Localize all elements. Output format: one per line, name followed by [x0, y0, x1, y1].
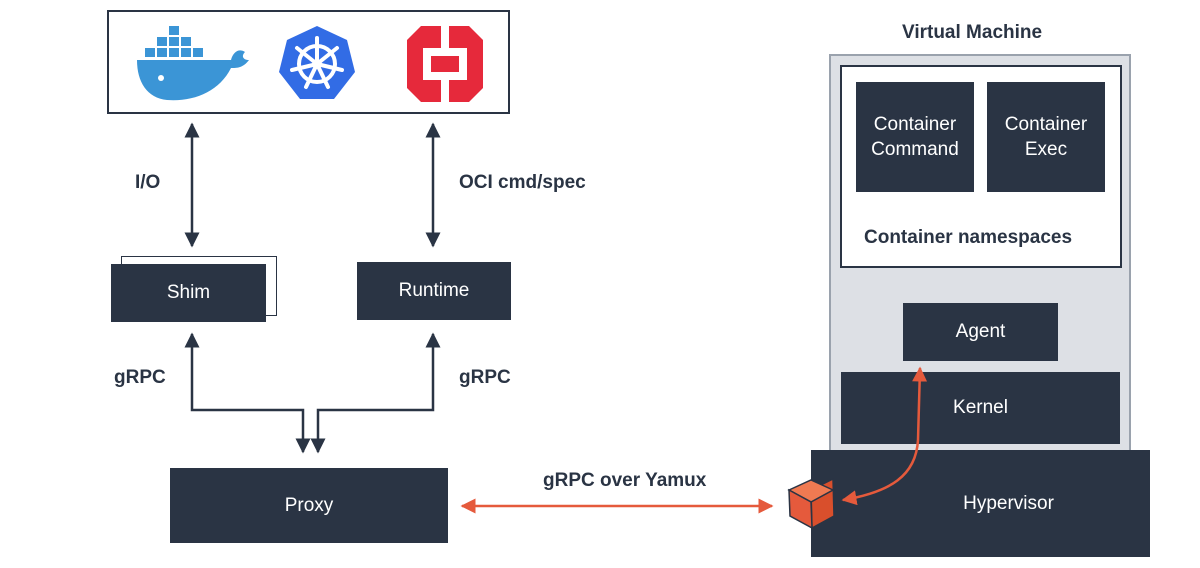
container-command-label: Container Command	[871, 114, 959, 160]
agent-box: Agent	[903, 303, 1058, 361]
io-label: I/O	[135, 172, 161, 193]
kernel-label: Kernel	[953, 397, 1008, 418]
container-exec-label: Container Exec	[1004, 114, 1088, 160]
agent-label: Agent	[955, 321, 1006, 342]
openshift-logo-icon	[407, 26, 483, 102]
proxy-box: Proxy	[170, 468, 448, 543]
oci-label: OCI cmd/spec	[459, 172, 586, 193]
vsock-cube-icon	[787, 477, 835, 530]
hypervisor-label: Hypervisor	[963, 492, 1054, 514]
shim-box: Shim	[111, 264, 266, 322]
grpc-left-label: gRPC	[114, 367, 166, 388]
grpc-right-label: gRPC	[459, 367, 511, 388]
runtime-logos-panel	[107, 10, 510, 114]
shim-label: Shim	[166, 282, 211, 303]
kubernetes-logo-icon	[279, 26, 355, 99]
vm-title: Virtual Machine	[902, 22, 1043, 43]
grpc-runtime-arrow	[310, 332, 441, 454]
runtime-label: Runtime	[398, 280, 470, 301]
container-exec-box: Container Exec	[987, 82, 1105, 192]
container-command-box: Container Command	[856, 82, 974, 192]
proxy-label: Proxy	[284, 494, 334, 516]
grpc-shim-arrow	[184, 332, 311, 454]
grpc-yamux-label: gRPC over Yamux	[543, 470, 707, 491]
docker-logo-icon	[137, 26, 249, 101]
container-namespaces-label: Container namespaces	[864, 227, 1073, 248]
agent-hypervisor-arrow	[841, 366, 928, 506]
runtime-box: Runtime	[357, 262, 511, 320]
